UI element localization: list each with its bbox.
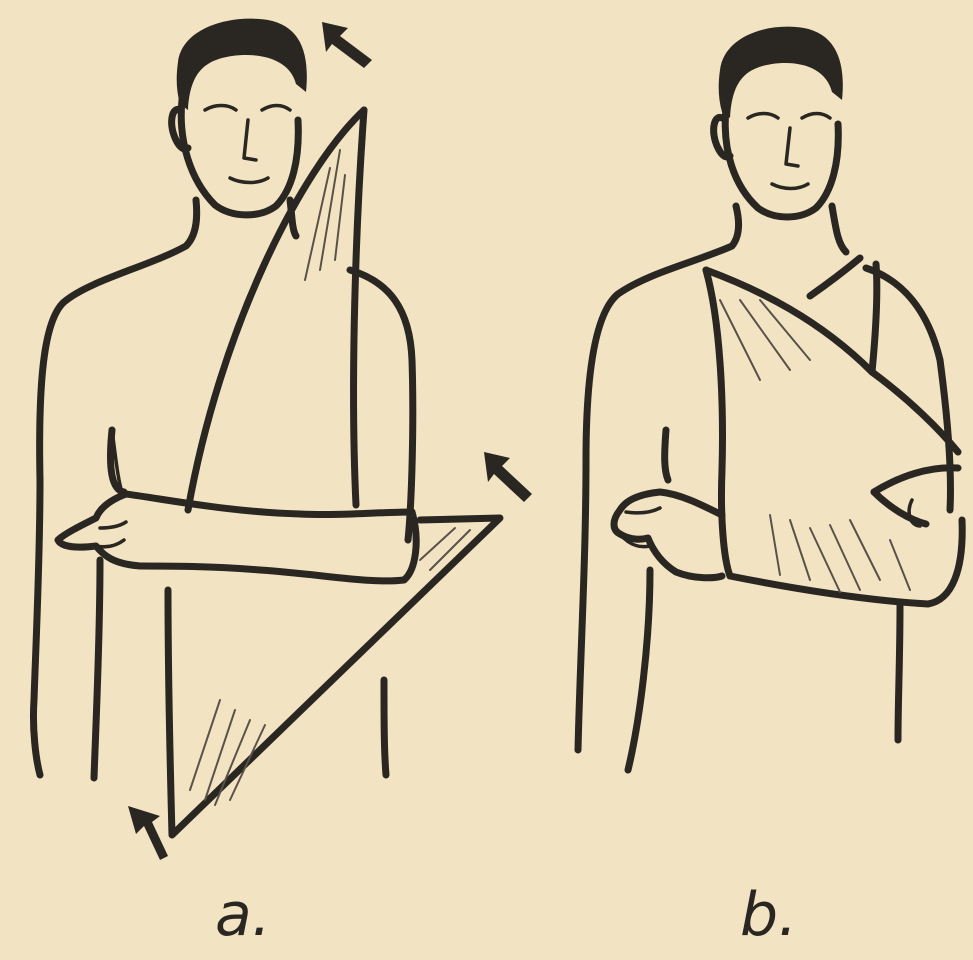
forearm-a: [58, 494, 416, 581]
hand-b: [614, 492, 722, 578]
arm-sling-b: [706, 258, 962, 604]
panel-b-drawing: [578, 27, 962, 770]
panel-a-label: a.: [215, 880, 271, 950]
arrow-up-left-icon: [484, 452, 532, 502]
arrow-up-left-icon: [128, 806, 168, 860]
man-torso-b: [578, 206, 951, 770]
triangular-bandage-a: [111, 110, 501, 835]
panel-b-label: b.: [740, 880, 797, 950]
man-head-a: [172, 19, 307, 215]
man-head-b: [714, 27, 843, 217]
panel-a-drawing: [33, 19, 500, 835]
arrow-up-left-icon: [322, 22, 372, 68]
